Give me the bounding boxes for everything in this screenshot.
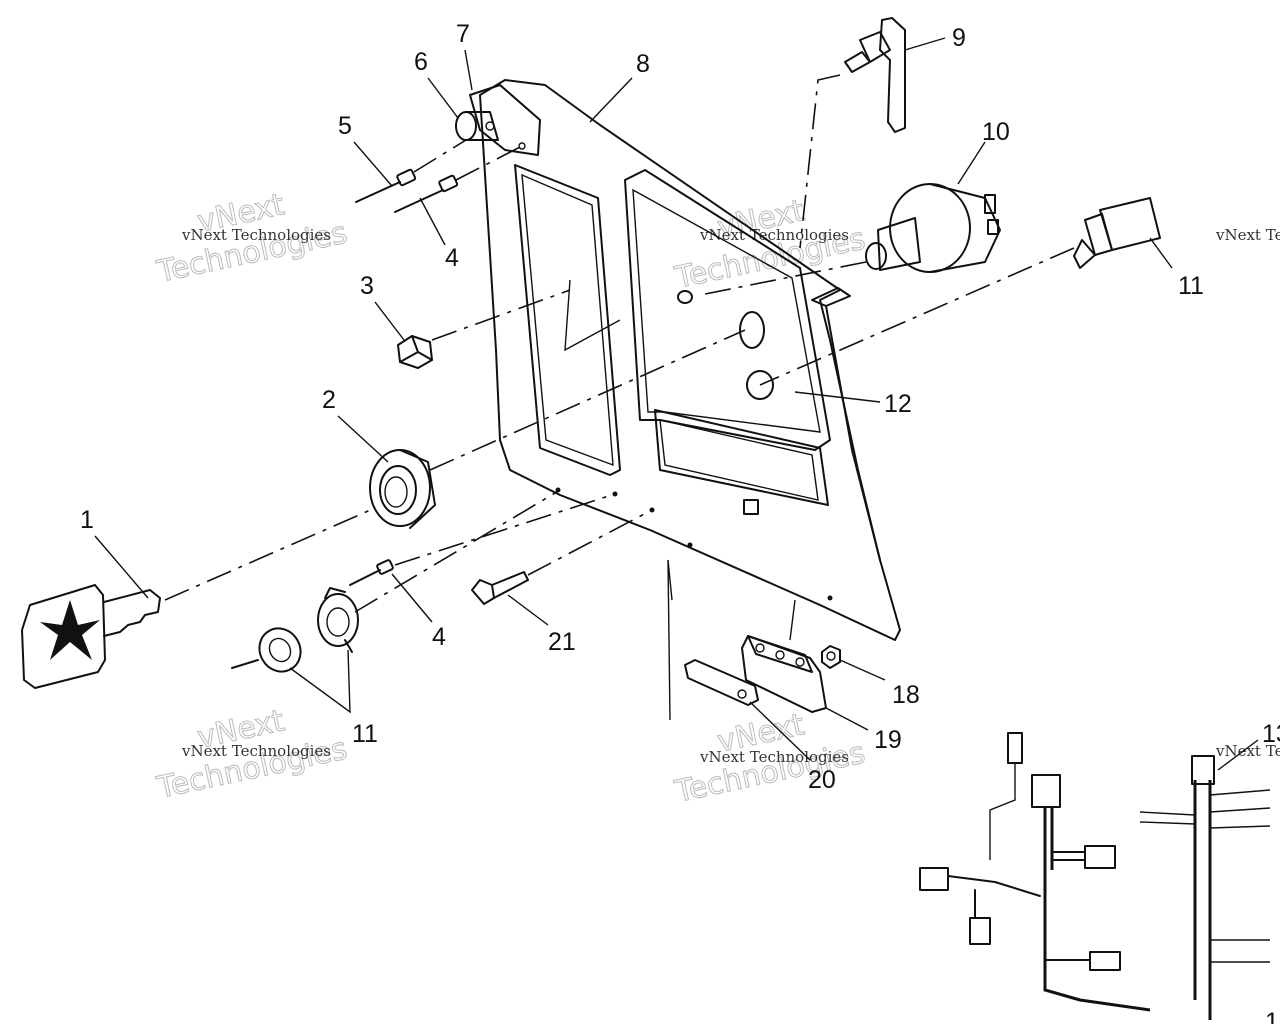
callout-21: 21 xyxy=(548,628,576,656)
wiring-harness xyxy=(919,732,1271,1020)
callout-5: 5 xyxy=(338,112,352,140)
callout-1: 1 xyxy=(80,506,94,534)
callout-9: 9 xyxy=(952,24,966,52)
bolt-21 xyxy=(471,509,653,626)
lever-switch-9 xyxy=(799,17,946,249)
callout-labels: 1 2 3 4 4 5 6 7 8 9 10 11 11 12 13 14 18… xyxy=(80,20,1280,1024)
watermark-vnext-technologies: vNext Technologies xyxy=(699,748,849,766)
callout-4-lower: 4 xyxy=(432,623,446,651)
bolt-3 xyxy=(397,289,571,369)
callout-10: 10 xyxy=(982,118,1010,146)
hinge-bracket xyxy=(455,84,541,156)
switch-nut-11-lower xyxy=(231,489,561,714)
callout-8: 8 xyxy=(636,50,650,78)
callout-7: 7 xyxy=(456,20,470,48)
watermark-vnext-technologies: vNext Technologies xyxy=(181,226,331,244)
lock-ring-2 xyxy=(369,329,746,529)
callout-2: 2 xyxy=(322,386,336,414)
watermark-vnext-technologies: vNext Technologies xyxy=(1215,226,1280,244)
callout-12: 12 xyxy=(884,390,912,418)
callout-11-lower: 11 xyxy=(352,720,378,748)
watermark-vnext-technologies: vNext Technologies xyxy=(1215,742,1280,760)
callout-20: 20 xyxy=(808,766,836,794)
callout-3: 3 xyxy=(360,272,374,300)
callout-11-upper: 11 xyxy=(1178,272,1204,300)
callout-19: 19 xyxy=(874,726,902,754)
callout-13: 13 xyxy=(1262,720,1280,748)
toggle-switch-11-upper xyxy=(759,197,1173,386)
watermark-group: vNext Technologies vNext Technologies vN… xyxy=(153,187,1280,811)
pin-4-lower xyxy=(349,493,616,623)
callout-18: 18 xyxy=(892,681,920,709)
dash-panel xyxy=(479,79,901,641)
callout-6: 6 xyxy=(414,48,428,76)
pins-upper xyxy=(355,139,523,213)
watermark-vnext-technologies: vNext Technologies xyxy=(181,742,331,760)
ignition-switch-10 xyxy=(699,141,1001,296)
ignition-key-1 xyxy=(21,507,376,689)
watermark-vnext-technologies: vNext Technologies xyxy=(699,226,849,244)
callout-4-upper: 4 xyxy=(445,244,459,272)
callout-14: 14 xyxy=(1265,1008,1280,1024)
mount-plate-19-20 xyxy=(667,559,886,761)
